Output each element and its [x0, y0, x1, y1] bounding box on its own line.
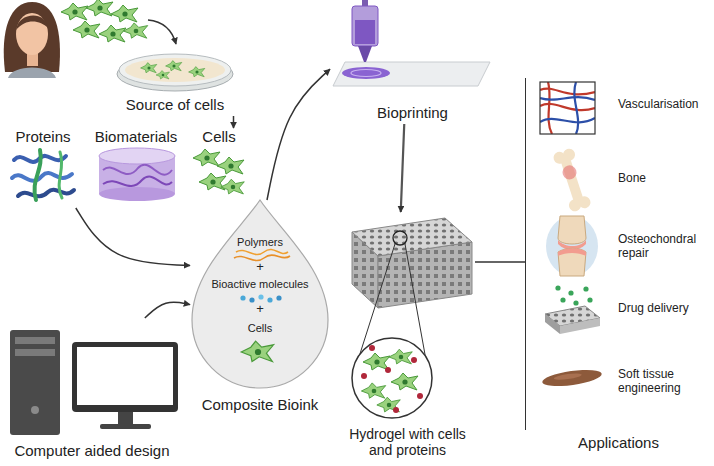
application-item: Bone [534, 148, 710, 210]
bioink-drop: Polymers + Bioactive molecules + CellsCompos… [190, 200, 330, 418]
drop-shape [192, 200, 328, 388]
flow-arrow [145, 302, 190, 318]
biomaterial-icon [99, 148, 175, 201]
cell-source: Source of cells [110, 28, 240, 116]
application-item: Drug delivery [534, 283, 710, 349]
cells-item: Cells [190, 128, 248, 198]
cell-cluster [61, 0, 148, 42]
soft-tissue-icon [541, 367, 602, 389]
flow-arrow [76, 208, 190, 265]
flow-arrow [267, 69, 330, 200]
biomaterial-item: Biomaterials [86, 128, 186, 204]
hydrogel-scaffold [352, 218, 472, 418]
item-label: Hydrogel with cells and proteins [340, 426, 475, 458]
bioprinting-step: Bioprinting [330, 2, 495, 124]
application-label: Soft tissue engineering [618, 368, 710, 396]
flow-arrow [233, 116, 235, 128]
item-label: Cells [190, 322, 330, 335]
hydrogel-item: Hydrogel with cells and proteins [340, 212, 475, 462]
protein-icon [12, 150, 74, 200]
application-item: Soft tissue engineering [534, 356, 710, 408]
item-label: Source of cells [110, 96, 240, 113]
vascular-icon [540, 82, 595, 134]
item-label: Biomaterials [86, 128, 186, 145]
item-label: Cells [190, 128, 248, 145]
harvest-arrow [148, 20, 176, 44]
item-label: Composite Bioink [190, 396, 330, 413]
petri-dish [117, 54, 233, 91]
item-label: Computer aided design [4, 442, 180, 459]
computer-icon [10, 330, 178, 435]
cells-icon [193, 149, 244, 194]
bioprinter-icon [333, 0, 490, 86]
application-item: Vascularisation [534, 78, 710, 138]
drug-delivery-icon [545, 285, 600, 334]
item-label: Polymers [190, 236, 330, 249]
item-label: + [190, 260, 330, 275]
flow-arrow [401, 124, 405, 212]
bone-icon [552, 147, 592, 213]
protein-item: Proteins [2, 128, 84, 208]
person [4, 2, 60, 78]
flow-arrow [475, 261, 525, 263]
application-label: Drug delivery [618, 302, 710, 316]
application-label: Bone [618, 172, 710, 186]
item-label: Applications [526, 434, 711, 451]
item-label: + [190, 302, 330, 317]
item-label: Bioprinting [330, 104, 495, 121]
drop-contents [234, 249, 290, 361]
item-label: Proteins [2, 128, 84, 145]
application-label: Osteochondral repair [618, 233, 710, 261]
item-label: Bioactive molecules [190, 278, 330, 291]
applications-bracket: ApplicationsVascularisationBoneOsteochon… [525, 78, 711, 430]
cad-item: Computer aided design [4, 318, 180, 463]
application-label: Vascularisation [618, 98, 710, 112]
application-item: Osteochondral repair [534, 216, 710, 278]
knee-joint-icon [546, 216, 598, 276]
